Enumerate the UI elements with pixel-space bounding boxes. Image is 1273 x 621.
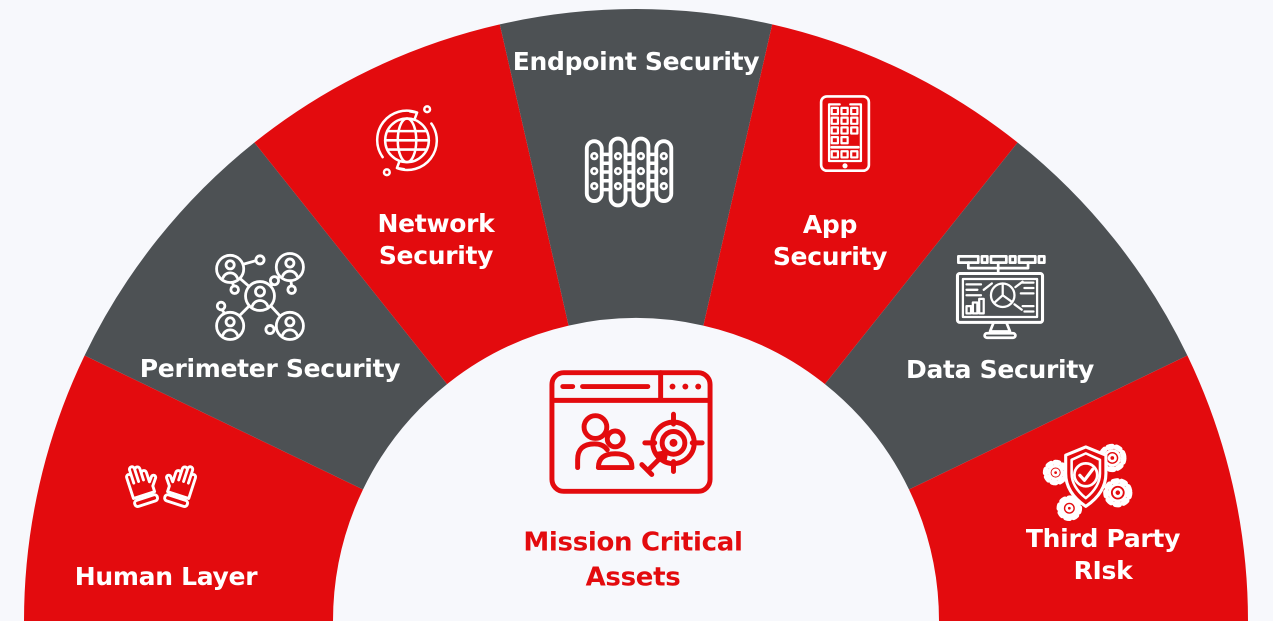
connected-users-icon [215,252,305,341]
globe-sync-icon [375,105,439,177]
segment-label-human-layer: Human Layer [74,562,258,591]
browser-target-users-icon [549,370,713,494]
segment-wedge-perimeter-security [84,142,448,490]
server-rack-icon [584,136,674,208]
segment-label-app-security: App Security [772,210,888,271]
segment-label-endpoint-security: Endpoint Security [512,47,760,76]
segment-label-data-security: Data Security [906,355,1094,384]
segment-label-third-party-risk: Third Party RIsk [1025,524,1181,585]
segment-label-network-security: Network Security [377,209,495,270]
mobile-apps-icon [819,95,871,173]
analytics-monitor-icon [955,254,1046,340]
center-label: Mission Critical Assets [523,527,743,592]
segment-wedge-app-security [703,24,1018,385]
gloves-icon [125,465,198,508]
segment-label-perimeter-security: Perimeter Security [139,354,401,383]
segment-wedge-endpoint-security [499,9,773,326]
shield-gears-icon [1042,443,1133,522]
segment-wedge-network-security [254,24,569,385]
